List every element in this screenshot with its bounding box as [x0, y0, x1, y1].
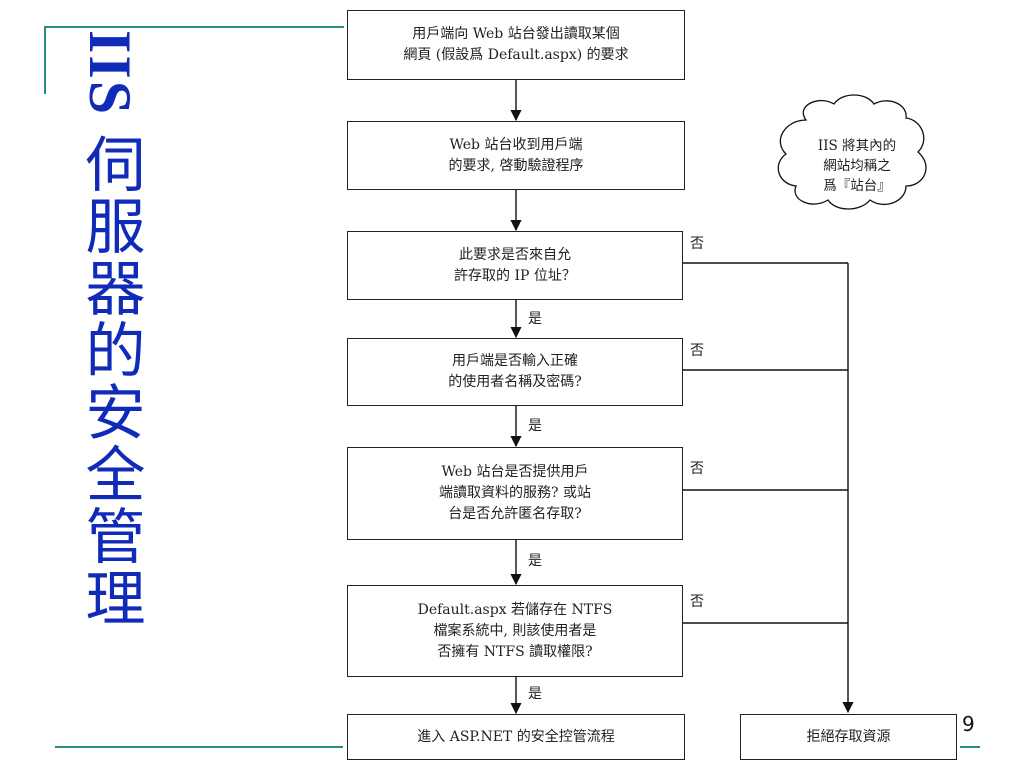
bottom-accent-line	[55, 746, 343, 748]
step-auth-start: Web 站台收到用戶端 的要求, 啓動驗證程序	[347, 121, 685, 190]
page-title-cjk: 伺服器的安全管理	[75, 133, 145, 630]
step-request: 用戶端向 Web 站台發出讀取某個 網頁 (假設爲 Default.aspx) …	[347, 10, 685, 80]
decision-ntfs: Default.aspx 若儲存在 NTFS 檔案系統中, 則該使用者是 否擁有…	[347, 585, 683, 677]
page-title: IIS 伺服器的安全管理	[70, 30, 150, 629]
decision-ip: 此要求是否來自允 許存取的 IP 位址？	[347, 231, 683, 300]
top-accent-line	[44, 26, 344, 28]
no-label-3: 否	[690, 461, 704, 477]
decision-credentials: 用戶端是否輸入正確 的使用者名稱及密碼?	[347, 338, 683, 406]
end-aspnet: 進入 ASP.NET 的安全控管流程	[347, 714, 685, 760]
no-label-1: 否	[690, 236, 704, 252]
note-text: IIS 將其內的 網站均稱之 爲『站台』	[817, 138, 897, 194]
yes-label-1: 是	[528, 311, 542, 327]
yes-label-4: 是	[528, 686, 542, 702]
page-number: 9	[962, 712, 975, 736]
left-accent-line	[44, 26, 46, 94]
no-label-2: 否	[690, 343, 704, 359]
no-label-4: 否	[690, 594, 704, 610]
yes-label-3: 是	[528, 553, 542, 569]
decision-service: Web 站台是否提供用戶 端讀取資料的服務? 或站 台是否允許匿名存取?	[347, 447, 683, 540]
page-title-latin: IIS	[77, 30, 143, 134]
yes-label-2: 是	[528, 418, 542, 434]
end-reject: 拒絕存取資源	[740, 714, 957, 760]
pagenum-underline	[960, 746, 980, 748]
note-cloud	[777, 94, 927, 210]
